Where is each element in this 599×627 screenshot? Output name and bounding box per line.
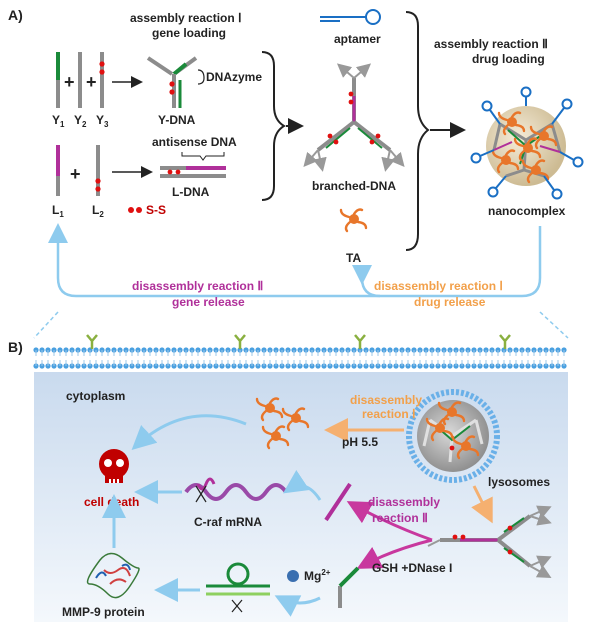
plus-sign: + bbox=[86, 72, 97, 92]
zoom-line-left bbox=[33, 311, 59, 339]
lysosome-to-branched-arrow bbox=[471, 485, 493, 524]
gene-release-label: gene release bbox=[172, 295, 245, 309]
branched-dna-structure bbox=[303, 63, 405, 172]
l-dna-label: L-DNA bbox=[172, 185, 210, 199]
disassembly-2-label: disassembly reaction Ⅱ bbox=[132, 279, 263, 293]
y-strands bbox=[56, 52, 105, 108]
c-raf-mrna-icon bbox=[184, 477, 288, 501]
aptamer-icon bbox=[320, 9, 381, 25]
drug-loading-label: drug loading bbox=[472, 52, 545, 66]
strand-l1-label: L1 bbox=[52, 203, 64, 219]
scissors-icon bbox=[195, 485, 207, 503]
aptamer-label: aptamer bbox=[334, 32, 381, 46]
disulfide-dot-icon bbox=[136, 207, 142, 213]
cell-death-label: cell death bbox=[84, 495, 139, 509]
assembly-reaction-2-title: assembly reaction Ⅱ bbox=[434, 37, 548, 51]
disassembly-1-label: disassembly reaction Ⅰ bbox=[374, 279, 503, 293]
drug-release-label: drug release bbox=[414, 295, 486, 309]
panel-a-label: A) bbox=[8, 7, 23, 23]
released-dnazyme-strand bbox=[338, 566, 360, 608]
disulfide-dot-icon bbox=[128, 207, 134, 213]
antisense-dna-label: antisense DNA bbox=[152, 135, 237, 149]
dnazyme-to-complex-arrow bbox=[274, 595, 321, 617]
cell-membrane bbox=[33, 334, 567, 369]
dnazyme-bracket bbox=[197, 69, 205, 85]
strand-l2-label: L2 bbox=[92, 203, 104, 219]
skull-icon bbox=[99, 449, 129, 483]
strand-y3-label: Y3 bbox=[96, 113, 109, 129]
l-dna-structure bbox=[160, 166, 226, 178]
gsh-dnase-label: GSH +DNase I bbox=[372, 561, 452, 575]
mmp9-label: MMP-9 protein bbox=[62, 605, 145, 619]
dnazyme-label: DNAzyme bbox=[206, 70, 262, 84]
plus-sign: + bbox=[64, 72, 75, 92]
strand-y1-label: Y1 bbox=[52, 113, 65, 129]
antisense-to-mrna-arrow bbox=[283, 470, 322, 501]
plus-sign: + bbox=[70, 164, 81, 184]
strand-y2-label: Y2 bbox=[74, 113, 87, 129]
disassembly-2-line2: reaction Ⅱ bbox=[372, 511, 428, 525]
y-dna-label: Y-DNA bbox=[158, 113, 196, 127]
ta-label: TA bbox=[346, 251, 361, 265]
nanocomplex-label: nanocomplex bbox=[488, 204, 566, 218]
disassembly-1-line2: reaction Ⅰ bbox=[362, 407, 416, 421]
released-antisense-strand bbox=[324, 482, 352, 522]
lysosome-structure bbox=[406, 389, 500, 483]
ph-label: pH 5.5 bbox=[342, 435, 378, 449]
lysosomes-label: lysosomes bbox=[488, 475, 550, 489]
gene-release-arrow bbox=[48, 223, 380, 298]
drug-release-arrow bbox=[352, 226, 542, 298]
zoom-line-right bbox=[539, 311, 569, 339]
receptor-icon bbox=[234, 334, 246, 349]
dnazyme-mrna-complex bbox=[206, 562, 270, 613]
nanocomplex-structure bbox=[470, 86, 584, 200]
l-strands bbox=[56, 145, 101, 196]
disassembly-1-line1: disassembly bbox=[350, 393, 422, 407]
mmp9-protein-icon bbox=[86, 552, 140, 599]
disassembly-2-line1: disassembly bbox=[368, 495, 440, 509]
assembly-reaction-1-title: assembly reaction Ⅰ bbox=[130, 11, 242, 25]
receptor-icon bbox=[354, 334, 366, 349]
disassembly-2-arrow-up bbox=[346, 501, 433, 542]
mg-ion-icon bbox=[287, 570, 299, 582]
gene-loading-label: gene loading bbox=[152, 26, 226, 40]
receptor-icon bbox=[499, 334, 511, 349]
drug-to-death-arrow bbox=[131, 414, 247, 451]
cytoplasm-label: cytoplasm bbox=[66, 389, 125, 403]
panel-b-label: B) bbox=[8, 339, 23, 355]
ss-legend-label: S-S bbox=[146, 203, 166, 217]
mg-label: Mg2+ bbox=[304, 568, 331, 583]
c-raf-mrna-label: C-raf mRNA bbox=[194, 515, 262, 529]
disassembly-2-arrow-down bbox=[356, 538, 433, 569]
brace-left bbox=[261, 51, 286, 201]
y-dna-structure bbox=[146, 56, 198, 108]
brace-right bbox=[405, 11, 430, 251]
receptor-icon bbox=[86, 334, 98, 349]
ta-drug-icon bbox=[339, 208, 368, 233]
branched-dna-label: branched-DNA bbox=[312, 179, 396, 193]
intracellular-branched-dna bbox=[427, 505, 552, 578]
antisense-bracket bbox=[181, 152, 225, 161]
